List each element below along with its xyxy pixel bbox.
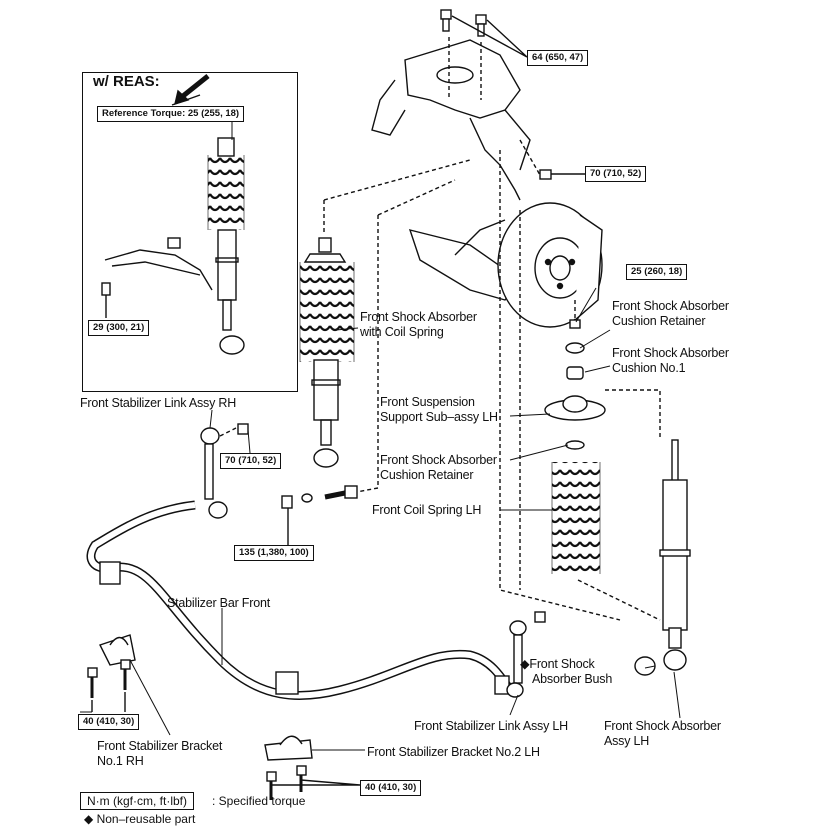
cushion-retainer-top [569,319,581,329]
torque-40-bottom-label: 40 (410, 30) [360,780,422,796]
legend-unit-desc: : Specified torque [212,794,306,808]
cushion-retainer-mid [565,440,585,450]
shock-absorber-assy-lh [659,439,691,671]
label-stab-bracket-lh: Front Stabilizer Bracket No.2 LH [367,745,540,759]
stabilizer-bracket-lh [264,735,313,800]
torque-29-label: 29 (300, 21) [88,320,150,336]
torque-70-link-label: 70 (710, 52) [220,453,282,469]
steering-knuckle-upper-arm [371,39,531,301]
brake-disc [497,202,603,328]
coil-spring-lh [551,462,601,574]
support-sub-assy [544,395,606,421]
label-stab-link-rh: Front Stabilizer Link Assy RH [80,396,237,410]
legend-non-reusable: ◆ Non–reusable part [84,812,196,826]
torque-25-label: 25 (260, 18) [626,264,688,280]
inset-strut [101,94,245,355]
absorber-bush [634,656,656,676]
stabilizer-link-lh [506,611,546,698]
torque-135-label: 135 (1,380, 100) [234,545,314,561]
torque-70-upper-label: 70 (710, 52) [585,166,647,182]
stabilizer-bar-front [86,500,514,701]
torque-40-left-label: 40 (410, 30) [78,714,140,730]
label-stab-bar: Stabilizer Bar Front [167,596,270,610]
cushion-retainer-washer [565,342,585,354]
label-coil-spring: Front Coil Spring LH [372,503,482,517]
torque-64-label: 64 (650, 47) [527,50,589,66]
legend-unit-box: N·m (kgf·cm, ft·lbf) [80,792,194,810]
stabilizer-bracket-rh [87,634,136,698]
reas-inset-frame [82,72,298,392]
stabilizer-link-rh [200,427,228,519]
reas-title: w/ REAS: [93,73,160,90]
reference-torque-label: Reference Torque: 25 (255, 18) [97,106,245,122]
label-stab-link-lh: Front Stabilizer Link Assy LH [414,719,568,733]
cushion-no1 [566,366,584,380]
strut-with-coil-spring [299,237,355,468]
